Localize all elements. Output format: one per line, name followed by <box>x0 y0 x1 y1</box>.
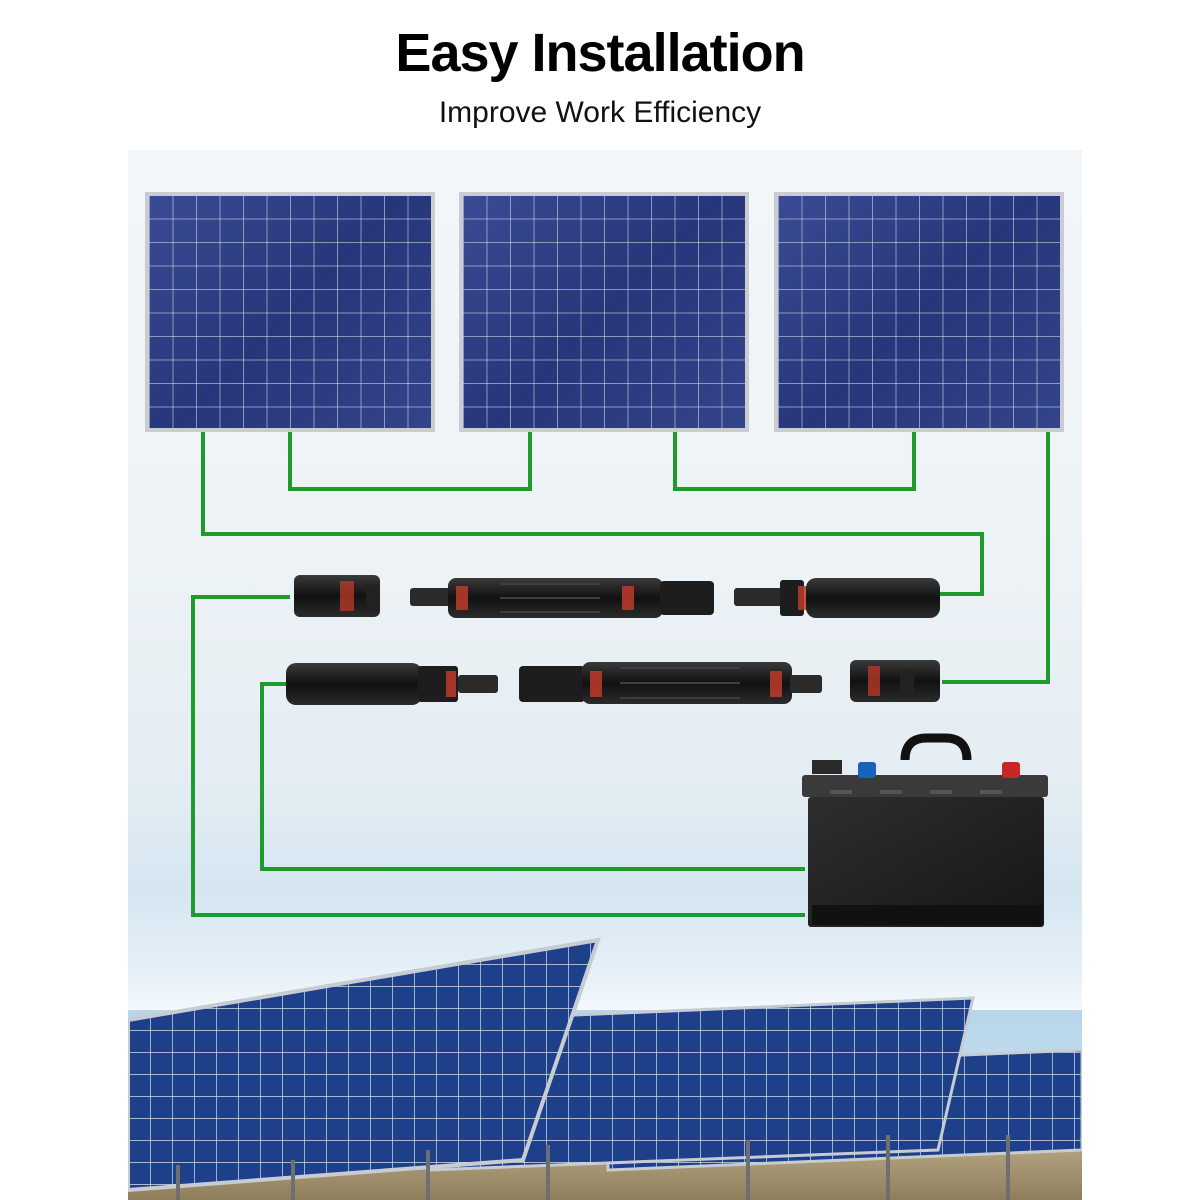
solar-cells <box>463 196 745 428</box>
connector-male-2 <box>286 663 498 705</box>
solar-panel-2 <box>459 192 749 432</box>
solar-panel-1 <box>145 192 435 432</box>
connector-male-1 <box>734 578 940 618</box>
connector-pair-1 <box>410 578 714 618</box>
page-subtitle: Improve Work Efficiency <box>438 96 762 129</box>
connector-female-1 <box>294 575 380 617</box>
battery <box>802 733 1048 927</box>
solar-cells <box>149 196 431 428</box>
battery-positive-terminal <box>1002 762 1020 778</box>
battery-negative-terminal <box>858 762 876 778</box>
page-title: Easy Installation <box>395 23 805 83</box>
connector-female-2 <box>850 660 940 702</box>
solar-cells <box>778 196 1060 428</box>
wire-paths <box>191 432 1050 917</box>
solar-panel-3 <box>774 192 1064 432</box>
connector-pair-2 <box>519 662 822 704</box>
